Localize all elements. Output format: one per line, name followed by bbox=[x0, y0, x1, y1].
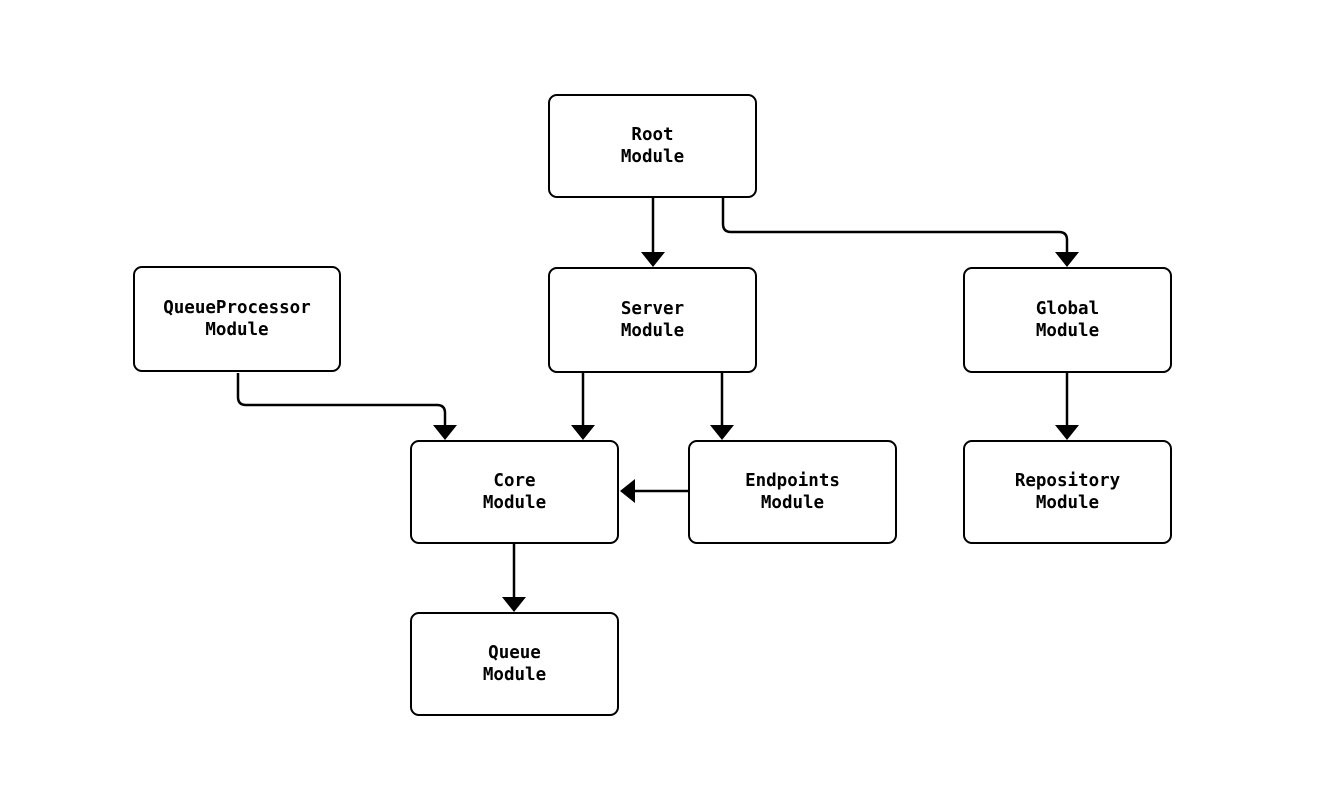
node-server-module: Server Module bbox=[548, 267, 757, 373]
node-endpoints-module-label: Endpoints Module bbox=[745, 470, 840, 514]
node-core-module-label: Core Module bbox=[483, 470, 546, 514]
arrowhead-root-global bbox=[1055, 252, 1079, 267]
arrowhead-queueprocessor-core bbox=[433, 425, 457, 440]
edge-root-global bbox=[721, 198, 1069, 252]
node-repository-module-label: Repository Module bbox=[1015, 470, 1120, 514]
arrowhead-core-queue bbox=[502, 597, 526, 612]
node-label-line: Module bbox=[620, 147, 685, 167]
node-label-line: Module bbox=[482, 665, 547, 685]
node-global-module-label: Global Module bbox=[1036, 298, 1099, 342]
node-endpoints-module: Endpoints Module bbox=[688, 440, 897, 544]
arrowhead-root-server bbox=[641, 252, 665, 267]
edge-queueprocessor-core bbox=[236, 373, 447, 425]
node-root-module: Root Module bbox=[548, 94, 757, 198]
node-label-line: Module bbox=[760, 493, 825, 513]
node-core-module: Core Module bbox=[410, 440, 619, 544]
node-root-module-label: Root Module bbox=[621, 124, 684, 168]
arrowhead-server-endpoints bbox=[710, 425, 734, 440]
node-label-line: Repository bbox=[1014, 471, 1121, 491]
node-server-module-label: Server Module bbox=[621, 298, 684, 342]
node-label-line: Server bbox=[620, 299, 685, 319]
node-label-line: Root bbox=[631, 125, 674, 145]
node-queue-module-label: Queue Module bbox=[483, 642, 546, 686]
node-queueprocessor-module: QueueProcessor Module bbox=[133, 266, 341, 372]
node-label-line: Queue bbox=[488, 643, 541, 663]
node-repository-module: Repository Module bbox=[963, 440, 1172, 544]
arrowhead-endpoints-core bbox=[620, 479, 635, 503]
node-global-module: Global Module bbox=[963, 267, 1172, 373]
node-label-line: Core bbox=[493, 471, 536, 491]
node-queue-module: Queue Module bbox=[410, 612, 619, 716]
node-queueprocessor-module-label: QueueProcessor Module bbox=[163, 297, 311, 341]
node-label-line: QueueProcessor bbox=[163, 298, 311, 318]
node-label-line: Module bbox=[1035, 321, 1100, 341]
node-label-line: Module bbox=[482, 493, 547, 513]
node-label-line: Module bbox=[1035, 493, 1100, 513]
node-label-line: Endpoints bbox=[745, 471, 840, 491]
node-label-line: Module bbox=[205, 320, 269, 340]
arrowhead-server-core bbox=[571, 425, 595, 440]
node-label-line: Module bbox=[620, 321, 685, 341]
node-label-line: Global bbox=[1035, 299, 1100, 319]
arrowhead-global-repository bbox=[1055, 425, 1079, 440]
